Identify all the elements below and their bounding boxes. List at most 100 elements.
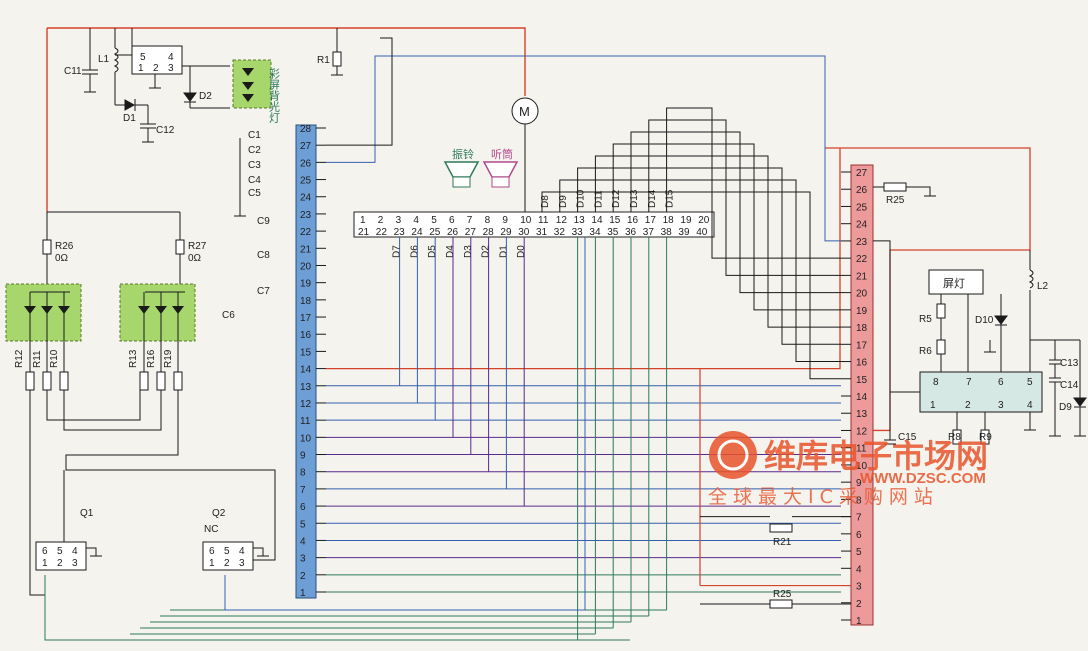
label-d2: D2 bbox=[199, 91, 212, 102]
mid-pin-5: 5 bbox=[431, 215, 437, 226]
mid-pin-4: 4 bbox=[413, 215, 419, 226]
mid-pin-7: 7 bbox=[467, 215, 473, 226]
data-label-D2: D2 bbox=[481, 245, 492, 258]
mid-pin-15: 15 bbox=[609, 215, 621, 226]
right-pin-14: 14 bbox=[856, 392, 868, 403]
label-r25-top: R25 bbox=[886, 195, 905, 206]
mid-pin-16: 16 bbox=[627, 215, 639, 226]
label-r27: R27 bbox=[188, 241, 207, 252]
mid-pin-31: 31 bbox=[536, 227, 548, 238]
left-pin-9: 9 bbox=[300, 451, 306, 462]
label-r19: R19 bbox=[163, 349, 174, 368]
label-screen-light: 屏灯 bbox=[943, 277, 965, 290]
data-label-D7: D7 bbox=[392, 245, 403, 258]
q1-pin-5: 5 bbox=[57, 546, 63, 557]
data-label-D11: D11 bbox=[593, 190, 604, 208]
q2-pin-1: 1 bbox=[209, 558, 215, 569]
q1-pin-3: 3 bbox=[72, 558, 78, 569]
label-r21: R21 bbox=[773, 537, 792, 548]
mid-pin-23: 23 bbox=[394, 227, 406, 238]
chip-pin-8: 8 bbox=[933, 377, 939, 388]
label-c2: C2 bbox=[248, 145, 261, 156]
left-pin-15: 15 bbox=[300, 347, 312, 358]
mid-pin-37: 37 bbox=[643, 227, 655, 238]
right-pin-27: 27 bbox=[856, 168, 868, 179]
chip-pin-4: 4 bbox=[1027, 400, 1033, 411]
mid-pin-34: 34 bbox=[589, 227, 601, 238]
chip-pin-3: 3 bbox=[998, 400, 1004, 411]
label-d10: D10 bbox=[975, 315, 994, 326]
q2-pin-6: 6 bbox=[209, 546, 215, 557]
label-c4: C4 bbox=[248, 175, 261, 186]
left-pin-4: 4 bbox=[300, 536, 306, 547]
data-label-D3: D3 bbox=[463, 245, 474, 258]
right-pin-25: 25 bbox=[856, 202, 868, 213]
data-label-D12: D12 bbox=[611, 189, 622, 208]
right-pin-20: 20 bbox=[856, 289, 868, 300]
wires bbox=[44, 28, 1031, 641]
mid-pin-35: 35 bbox=[607, 227, 619, 238]
label-r26: R26 bbox=[55, 241, 74, 252]
mid-pin-13: 13 bbox=[574, 215, 586, 226]
q1-pin-6: 6 bbox=[42, 546, 48, 557]
mid-pin-1: 1 bbox=[360, 215, 366, 226]
label-c6: C6 bbox=[222, 310, 235, 321]
mid-pin-24: 24 bbox=[411, 227, 423, 238]
left-pin-1: 1 bbox=[300, 588, 306, 599]
label-q1: Q1 bbox=[80, 508, 94, 519]
q2-pin-4: 4 bbox=[239, 546, 245, 557]
mid-pin-28: 28 bbox=[483, 227, 495, 238]
data-label-D0: D0 bbox=[516, 245, 527, 258]
left-pin-10: 10 bbox=[300, 433, 312, 444]
q2-pin-2: 2 bbox=[224, 558, 230, 569]
mid-pin-36: 36 bbox=[625, 227, 637, 238]
mid-pin-8: 8 bbox=[485, 215, 491, 226]
label-r12: R12 bbox=[14, 349, 25, 368]
label-c8: C8 bbox=[257, 250, 270, 261]
q1-pin-4: 4 bbox=[72, 546, 78, 557]
led-section bbox=[5, 211, 276, 596]
right-pin-17: 17 bbox=[856, 340, 868, 351]
label-c14: C14 bbox=[1060, 380, 1079, 391]
left-pin-14: 14 bbox=[300, 365, 312, 376]
mid-pin-6: 6 bbox=[449, 215, 455, 226]
q2-pin-5: 5 bbox=[224, 546, 230, 557]
label-l2: L2 bbox=[1037, 281, 1049, 292]
label-c1: C1 bbox=[248, 130, 261, 141]
label-r25-bottom: R25 bbox=[773, 589, 792, 600]
watermark bbox=[709, 431, 757, 479]
left-pin-17: 17 bbox=[300, 313, 312, 324]
mid-pin-40: 40 bbox=[696, 227, 708, 238]
right-pin-10: 10 bbox=[856, 461, 868, 472]
mid-pin-19: 19 bbox=[680, 215, 692, 226]
mid-pin-12: 12 bbox=[556, 215, 568, 226]
label-r10: R10 bbox=[49, 349, 60, 368]
label-r9: R9 bbox=[979, 432, 992, 443]
right-pin-12: 12 bbox=[856, 426, 868, 437]
left-pin-2: 2 bbox=[300, 571, 306, 582]
right-pin-4: 4 bbox=[856, 564, 862, 575]
label-c12: C12 bbox=[156, 125, 175, 136]
left-pin-19: 19 bbox=[300, 279, 312, 290]
left-pin-7: 7 bbox=[300, 485, 306, 496]
ic-pin-4: 4 bbox=[168, 52, 174, 63]
speaker-icon bbox=[482, 161, 519, 188]
right-pin-16: 16 bbox=[856, 358, 868, 369]
q1 bbox=[35, 541, 102, 571]
mid-pin-9: 9 bbox=[502, 215, 508, 226]
label-c15: C15 bbox=[898, 432, 917, 443]
label-d1: D1 bbox=[123, 113, 136, 124]
label-r1: R1 bbox=[317, 55, 330, 66]
right-pin-7: 7 bbox=[856, 513, 862, 524]
watermark-brand: 维库电子市场网 bbox=[764, 437, 988, 475]
label-l1: L1 bbox=[98, 54, 110, 65]
chip-pin-7: 7 bbox=[966, 377, 972, 388]
data-label-D15: D15 bbox=[665, 189, 676, 208]
right-pin-1: 1 bbox=[856, 616, 862, 627]
right-circuit bbox=[769, 182, 1087, 609]
mid-pin-14: 14 bbox=[591, 215, 603, 226]
mid-pin-22: 22 bbox=[376, 227, 388, 238]
right-pin-18: 18 bbox=[856, 323, 868, 334]
mid-pin-18: 18 bbox=[663, 215, 675, 226]
